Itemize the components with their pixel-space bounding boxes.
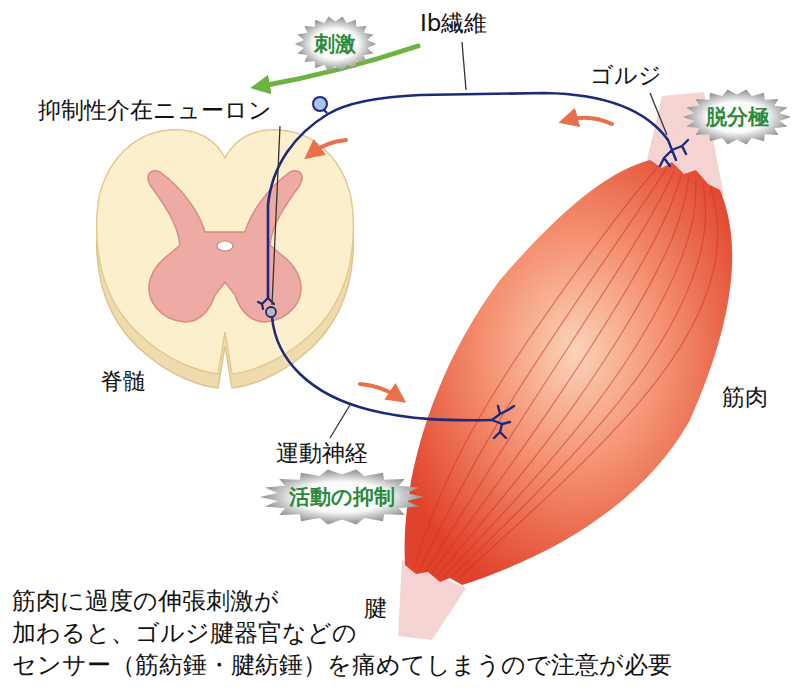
starburst-outline — [683, 89, 791, 144]
spinal-cord-gray-matter — [148, 171, 302, 322]
muscle-label: 筋肉 — [722, 384, 768, 410]
leader-line — [272, 126, 280, 305]
leader-line — [462, 42, 466, 90]
starburst-badge: 刺激 — [294, 15, 377, 73]
motor-nerve — [272, 317, 492, 420]
muscle-fiber — [437, 178, 689, 576]
leader-line — [330, 405, 350, 438]
starburst-outline — [295, 16, 376, 71]
nerve-label: 運動神経 — [276, 440, 368, 466]
muscle-belly — [405, 160, 733, 585]
spinal-cord-white-matter — [97, 130, 354, 374]
region-label: 脊髄 — [100, 368, 146, 394]
tendon-label: 腱 — [364, 595, 387, 621]
muscle-fiber — [454, 187, 717, 582]
flow-arrow — [568, 118, 612, 124]
starburst-outline — [260, 469, 424, 524]
tendon-label: 腱 — [364, 595, 387, 621]
motor-end-plate — [492, 406, 514, 438]
neuron-label: 抑制性介在ニューロン — [38, 97, 272, 123]
starburst-badge: 活動の抑制 — [259, 468, 425, 526]
badge-text: 刺激 — [314, 32, 356, 56]
muscle-fiber — [420, 168, 667, 570]
starburst-badge: 脱分極 — [682, 88, 792, 146]
sensory-cell-body — [313, 97, 327, 111]
muscle-fibers — [414, 165, 718, 582]
muscle-label: 筋肉 — [722, 384, 768, 410]
region-label: 脊髄 — [100, 368, 146, 394]
caption-note: 筋肉に過度の伸張刺激が 加わると、ゴルジ腱器官などの センサー（筋紡錘・腱紡錘）… — [12, 585, 712, 681]
flow-arrow — [312, 140, 346, 153]
badge-text: 脱分極 — [706, 105, 769, 129]
muscle-fiber — [448, 184, 705, 580]
ib-fiber — [268, 93, 668, 298]
fiber-label: Ib繊維 — [420, 10, 487, 36]
muscle-fiber — [425, 171, 674, 572]
central-canal — [217, 241, 233, 251]
organ-label: ゴルジ — [590, 62, 662, 88]
muscle-fiber — [431, 174, 681, 574]
golgi-tendon-organ — [660, 140, 688, 166]
interneuron — [266, 307, 276, 317]
flow-arrow — [360, 384, 398, 397]
badge-text: 活動の抑制 — [289, 485, 395, 509]
leader-line — [650, 93, 667, 135]
nerve-label: 運動神経 — [276, 440, 368, 466]
fiber-label: Ib繊維 — [420, 10, 487, 36]
neuron-label: 抑制性介在ニューロン — [38, 97, 272, 123]
organ-label: ゴルジ — [590, 62, 662, 88]
